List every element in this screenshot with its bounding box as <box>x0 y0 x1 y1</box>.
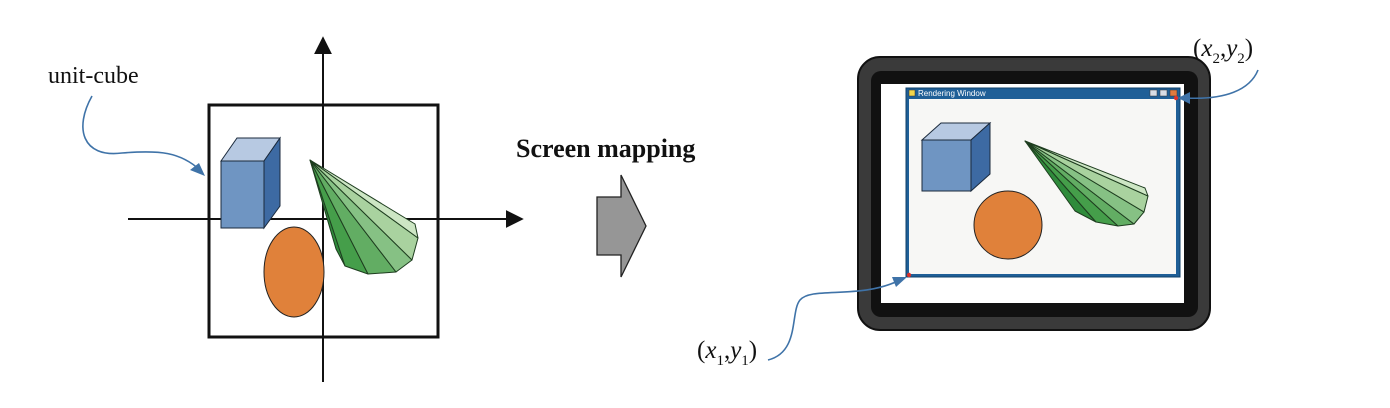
screen-mapping-label: Screen mapping <box>516 134 695 163</box>
screen-mapping-step: Screen mapping <box>516 134 695 278</box>
window-close-icon[interactable] <box>1169 89 1178 97</box>
monitor: Rendering Window <box>857 56 1211 331</box>
box-front-face <box>220 160 265 229</box>
corner-min-marker <box>906 272 912 278</box>
corner-max-y-sub: 2 <box>1237 51 1245 67</box>
window-title: Rendering Window <box>918 89 986 98</box>
corner-min-x-sub: 1 <box>716 353 724 369</box>
mapping-arrow-icon <box>596 174 647 278</box>
corner-max-callout-arrowhead <box>1178 92 1190 104</box>
corner-max-y: y <box>1223 35 1238 62</box>
corner-max-label: (x2,y2) <box>1193 35 1253 67</box>
unit-cube-callout-arrowhead <box>190 163 205 176</box>
rendering-window: Rendering Window <box>905 87 1181 278</box>
window-minimize-icon[interactable] <box>1149 89 1158 97</box>
window-box-object <box>920 121 992 193</box>
unit-cube-square <box>207 103 440 339</box>
cone-object <box>309 159 419 275</box>
unit-cube-scene: unit-cube <box>48 36 524 382</box>
window-app-icon <box>908 89 916 97</box>
corner-min-callout-arrowhead <box>892 277 907 287</box>
corner-max-x: x <box>1200 35 1212 62</box>
corner-max-x-sub: 2 <box>1212 51 1220 67</box>
corner-max-marker <box>1173 95 1179 101</box>
ellipse-object <box>263 226 325 318</box>
corner-min-y-sub: 1 <box>741 353 749 369</box>
unit-cube-callout-curve <box>82 95 201 171</box>
corner-min-callout-curve <box>767 279 901 361</box>
corner-max-annotation: (x2,y2) <box>1178 35 1259 104</box>
window-circle-object <box>973 190 1043 260</box>
corner-min-label: (x1,y1) <box>697 337 757 369</box>
window-maximize-icon[interactable] <box>1159 89 1168 97</box>
unit-cube-label: unit-cube <box>48 63 139 89</box>
corner-min-y: y <box>727 337 742 364</box>
box-object <box>220 136 281 230</box>
corner-min-x: x <box>704 337 716 364</box>
window-cone-object <box>1024 140 1149 227</box>
corner-max-callout-curve <box>1185 69 1259 100</box>
